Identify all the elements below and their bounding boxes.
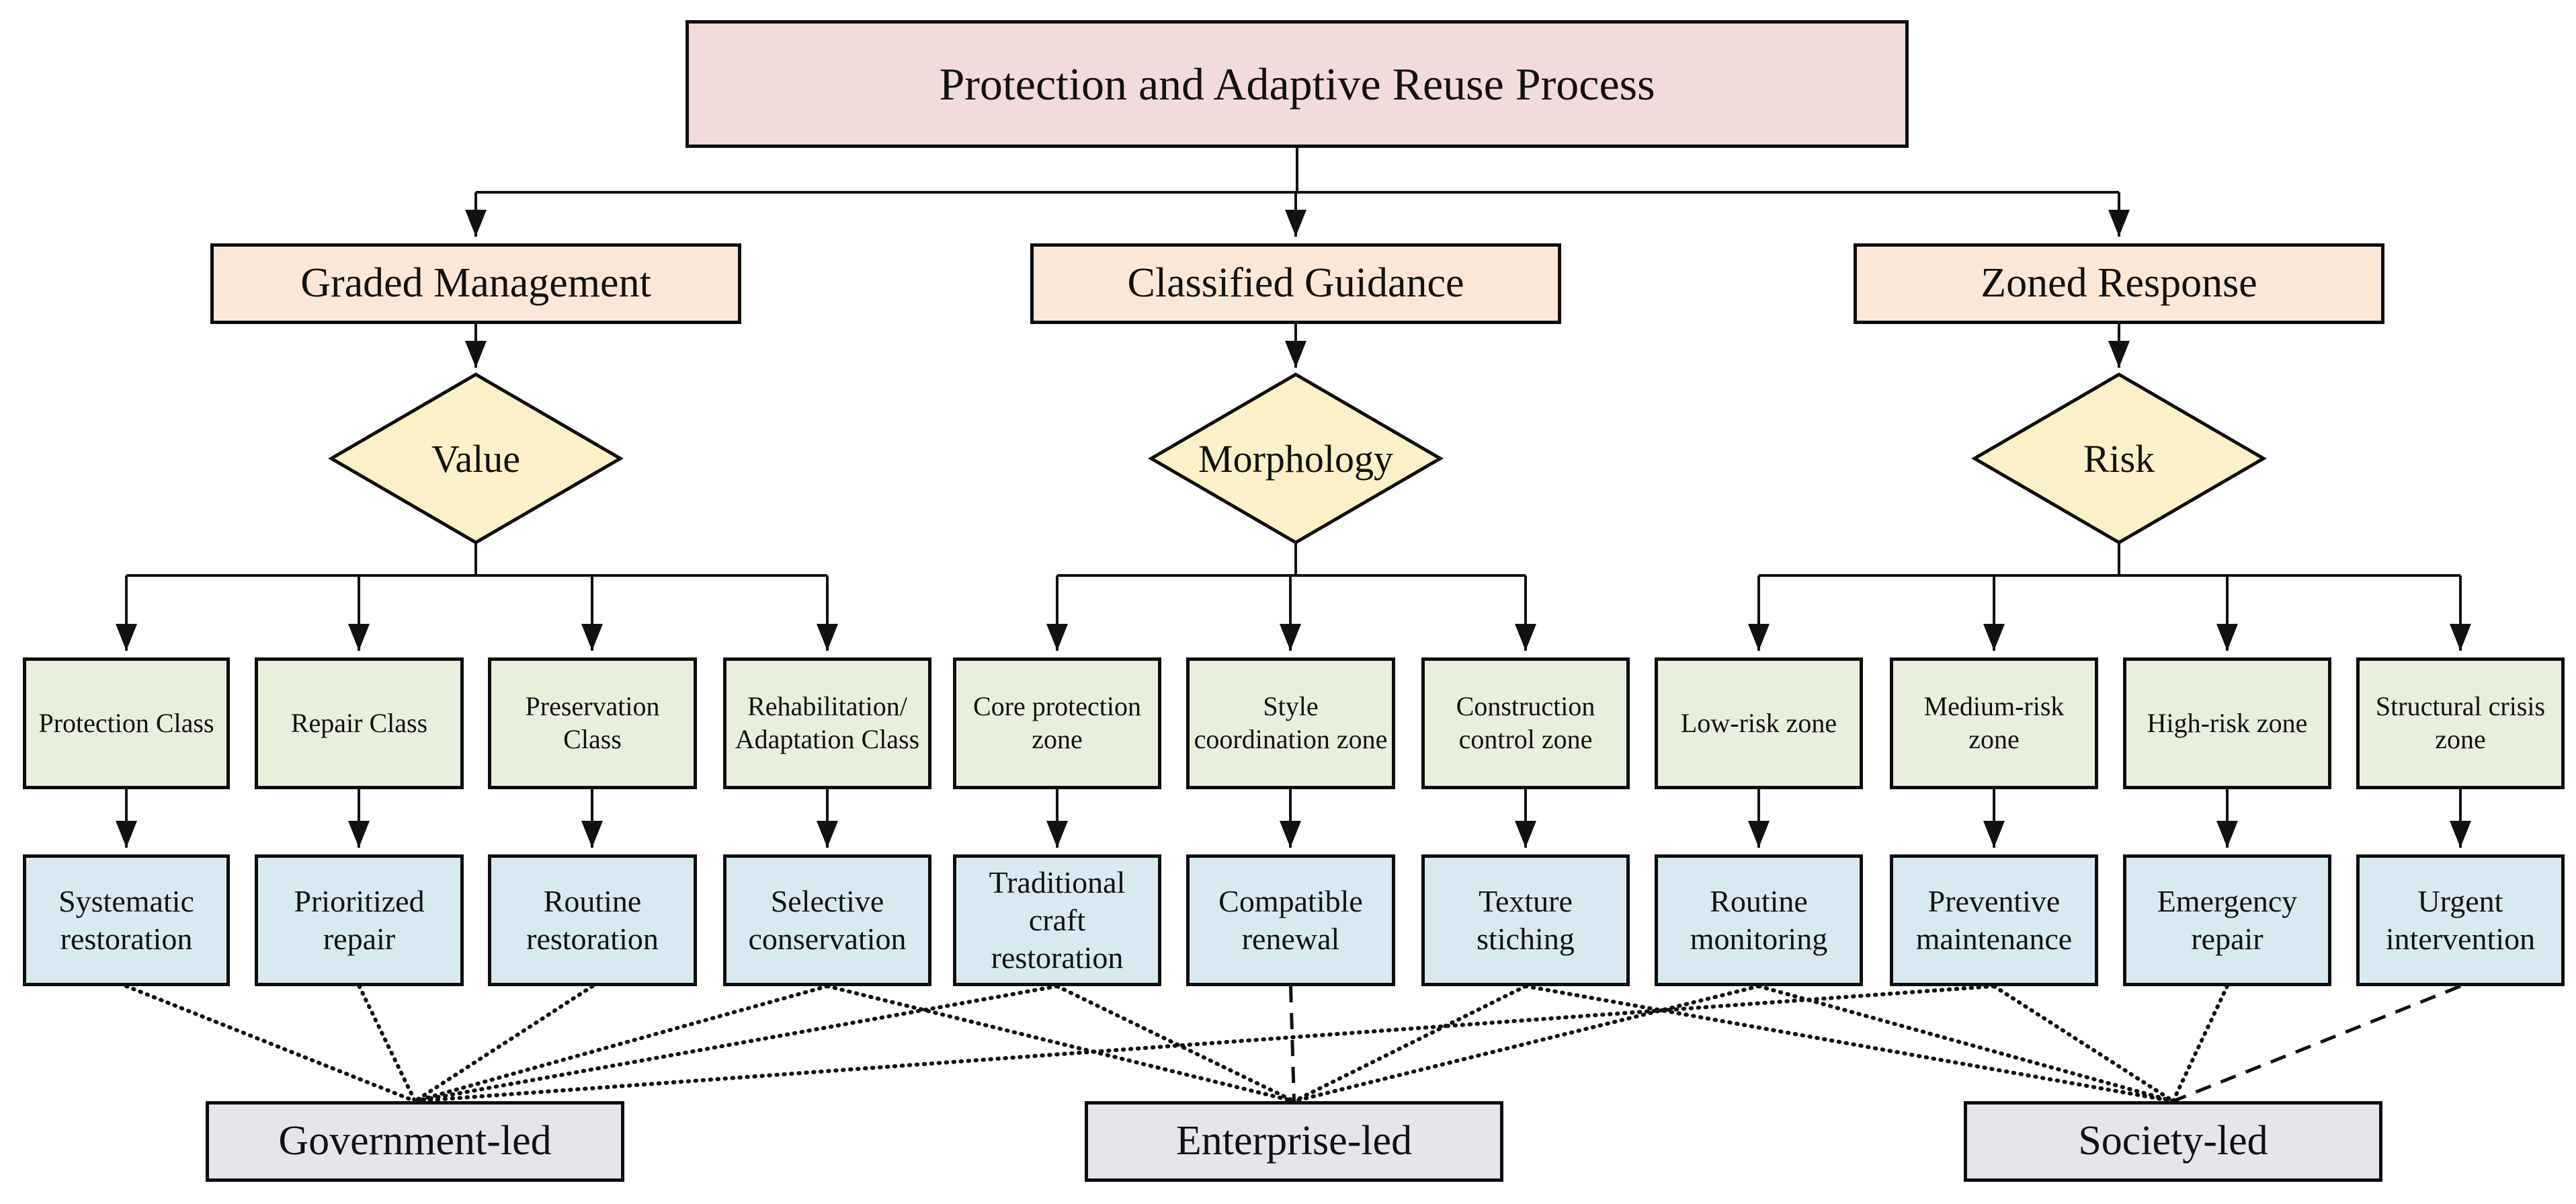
category-structural-crisis-zone: Structural crisis zone (2356, 657, 2565, 789)
leadership-edge-traditional-craft-restoration-to-government-led (413, 984, 1059, 1103)
strategy-label: Emergency repair (2157, 883, 2298, 956)
strategy-texture-stiching: Texture stiching (1421, 854, 1630, 986)
category-label: Style coordination zone (1194, 691, 1388, 754)
category-rehabilitation-adaptation-class: Rehabilitation/ Adaptation Class (723, 657, 931, 789)
strategy-prioritized-repair: Prioritized repair (255, 854, 464, 986)
leadership-edge-texture-stiching-to-society-led (1524, 984, 2175, 1103)
leader-label: Society-led (2078, 1118, 2268, 1164)
leader-government-led: Government-led (206, 1101, 624, 1182)
strategy-label: Routine monitoring (1690, 883, 1828, 956)
category-protection-class: Protection Class (23, 657, 230, 789)
strategy-label: Systematic restoration (58, 883, 194, 956)
pillar-label: Graded Management (300, 260, 651, 307)
strategy-label: Compatible renewal (1218, 883, 1363, 956)
leadership-edge-selective-conservation-to-enterprise-led (825, 984, 1296, 1103)
category-low-risk-zone: Low-risk zone (1655, 657, 1863, 789)
strategy-label: Texture stiching (1477, 883, 1575, 956)
leadership-edge-systematic-restoration-to-government-led (124, 984, 417, 1103)
process-title-box: Protection and Adaptive Reuse Process (685, 20, 1909, 148)
leadership-edge-preventive-maintenance-to-government-led (413, 984, 1996, 1103)
category-label: Repair Class (290, 707, 428, 738)
leadership-edge-compatible-renewal-to-enterprise-led (1289, 986, 1296, 1102)
leadership-edge-texture-stiching-to-enterprise-led (1292, 984, 1528, 1103)
strategy-label: Urgent intervention (2385, 883, 2536, 956)
criterion-label: Risk (2083, 436, 2155, 481)
category-label: Protection Class (38, 707, 214, 738)
process-title: Protection and Adaptive Reuse Process (939, 58, 1655, 110)
category-label: Rehabilitation/ Adaptation Class (735, 691, 920, 754)
criterion-label: Value (431, 436, 521, 481)
category-label: Low-risk zone (1680, 707, 1837, 738)
leadership-edge-preventive-maintenance-to-society-led (1992, 984, 2175, 1103)
category-label: Structural crisis zone (2375, 691, 2546, 754)
pillar-label: Zoned Response (1981, 260, 2257, 307)
category-core-protection-zone: Core protection zone (953, 657, 1161, 789)
strategy-routine-restoration: Routine restoration (488, 854, 697, 986)
value-diamond (328, 372, 624, 545)
strategy-systematic-restoration: Systematic restoration (23, 854, 230, 986)
risk-diamond-label: Risk (2018, 425, 2220, 492)
strategy-label: Prioritized repair (294, 883, 425, 956)
strategy-routine-monitoring: Routine monitoring (1655, 854, 1863, 986)
category-label: Medium-risk zone (1923, 691, 2065, 754)
strategy-compatible-renewal: Compatible renewal (1186, 854, 1395, 986)
leadership-edge-urgent-intervention-to-society-led (2172, 984, 2461, 1103)
category-label: Preservation Class (525, 691, 660, 754)
value-diamond-label: Value (375, 425, 577, 492)
leadership-edge-routine-restoration-to-government-led (413, 984, 595, 1103)
category-repair-class: Repair Class (255, 657, 464, 789)
leader-society-led: Society-led (1964, 1101, 2382, 1182)
category-label: High-risk zone (2147, 707, 2308, 738)
strategy-label: Traditional craft restoration (989, 865, 1126, 975)
pillar-zoned-response: Zoned Response (1854, 243, 2384, 324)
category-preservation-class: Preservation Class (488, 657, 697, 789)
strategy-emergency-repair: Emergency repair (2123, 854, 2331, 986)
strategy-preventive-maintenance: Preventive maintenance (1890, 854, 2098, 986)
category-high-risk-zone: High-risk zone (2123, 657, 2331, 789)
category-label: Construction control zone (1456, 691, 1595, 754)
leader-label: Government-led (278, 1118, 552, 1164)
category-medium-risk-zone: Medium-risk zone (1890, 657, 2098, 789)
leadership-edge-prioritized-repair-to-government-led (357, 984, 417, 1103)
leadership-edge-selective-conservation-to-government-led (413, 984, 829, 1103)
category-construction-control-zone: Construction control zone (1421, 657, 1630, 789)
category-label: Core protection zone (973, 691, 1141, 754)
strategy-traditional-craft-restoration: Traditional craft restoration (953, 854, 1161, 986)
pillar-classified-guidance: Classified Guidance (1030, 243, 1561, 324)
strategy-label: Selective conservation (748, 883, 907, 956)
risk-diamond (1971, 372, 2267, 545)
morphology-diamond-label: Morphology (1188, 425, 1403, 492)
leader-label: Enterprise-led (1175, 1118, 1413, 1164)
pillar-label: Classified Guidance (1127, 260, 1464, 307)
category-style-coordination-zone: Style coordination zone (1186, 657, 1395, 789)
criterion-label: Morphology (1198, 436, 1393, 481)
strategy-urgent-intervention: Urgent intervention (2356, 854, 2565, 986)
leadership-edge-routine-monitoring-to-enterprise-led (1292, 984, 1761, 1103)
leadership-edge-routine-monitoring-to-society-led (1757, 984, 2175, 1103)
strategy-label: Preventive maintenance (1915, 883, 2073, 956)
strategy-selective-conservation: Selective conservation (723, 854, 931, 986)
strategy-label: Routine restoration (526, 883, 659, 956)
leader-enterprise-led: Enterprise-led (1085, 1101, 1503, 1182)
morphology-diamond (1148, 372, 1444, 545)
leadership-edge-emergency-repair-to-society-led (2171, 984, 2229, 1103)
pillar-graded-management: Graded Management (210, 243, 741, 324)
leadership-edge-traditional-craft-restoration-to-enterprise-led (1055, 984, 1296, 1103)
